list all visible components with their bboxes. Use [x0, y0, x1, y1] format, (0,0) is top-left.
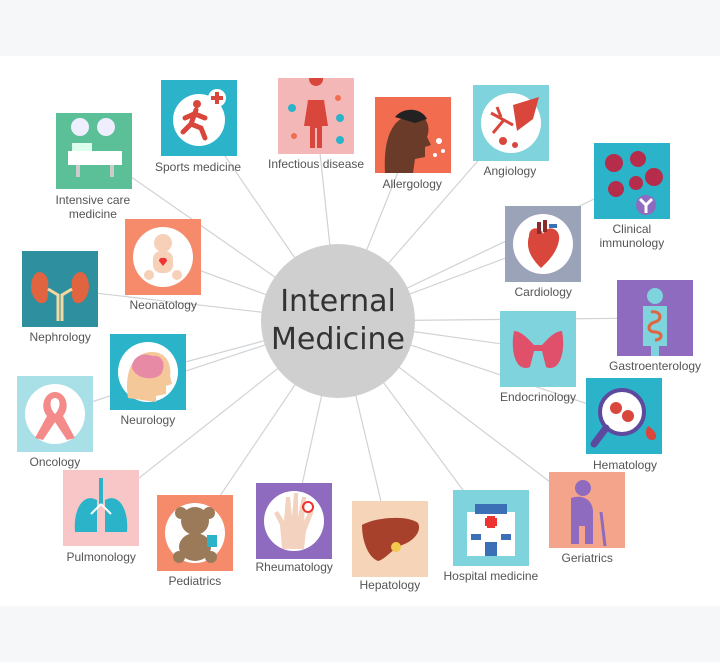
specialty-label-hematology: Hematology	[593, 458, 658, 472]
awareness-ribbon-icon	[17, 376, 93, 452]
hand-joints-icon	[256, 483, 332, 559]
specialty-label-pediatrics: Pediatrics	[168, 574, 222, 588]
hospital-bed-icon	[56, 113, 132, 189]
center-title-line1: Internal	[280, 284, 396, 319]
specialty-label-oncology: Oncology	[29, 455, 81, 469]
specialty-label-endocrinology: Endocrinology	[500, 390, 577, 404]
teddy-bear-icon	[157, 495, 233, 571]
top-band	[0, 0, 720, 56]
baby-icon	[125, 219, 201, 295]
specialty-label-nephrology: Nephrology	[29, 330, 91, 344]
lungs-icon	[63, 470, 139, 546]
sneezing-face-icon	[375, 97, 451, 173]
specialty-label-gastro: Gastroenterology	[609, 359, 702, 373]
blood-vessel-icon	[473, 85, 549, 161]
center-title-line2: Medicine	[270, 322, 406, 357]
antibody-icon	[594, 143, 670, 219]
hospital-building-icon	[453, 490, 529, 566]
specialty-label-cardiology: Cardiology	[514, 285, 572, 299]
virus-body-icon	[278, 78, 354, 154]
specialty-label-allergology: Allergology	[382, 177, 442, 191]
heart-icon	[505, 206, 581, 282]
specialty-label-rheumatology: Rheumatology	[255, 560, 333, 574]
kidneys-icon	[22, 251, 98, 327]
specialty-label-sports: Sports medicine	[155, 160, 242, 174]
specialty-label-infectious: Infectious disease	[268, 157, 365, 171]
specialty-label-hepatology: Hepatology	[359, 578, 421, 592]
specialty-label-neurology: Neurology	[120, 413, 176, 427]
bottom-band	[0, 606, 720, 662]
specialty-label-hospital: Hospital medicine	[443, 569, 539, 583]
specialty-label-angiology: Angiology	[483, 164, 537, 178]
digestive-system-icon	[617, 280, 693, 356]
center-hub: Internal Medicine	[261, 244, 415, 398]
elderly-person-icon	[549, 472, 625, 548]
liver-icon	[352, 501, 428, 577]
specialty-label-pulmonology: Pulmonology	[66, 550, 136, 564]
specialty-label-geriatrics: Geriatrics	[561, 551, 613, 565]
specialty-label-neonatology: Neonatology	[129, 298, 197, 312]
brain-head-icon	[110, 334, 186, 410]
thyroid-icon	[500, 311, 576, 387]
magnifier-blood-icon	[586, 378, 662, 454]
runner-icon	[161, 80, 237, 156]
